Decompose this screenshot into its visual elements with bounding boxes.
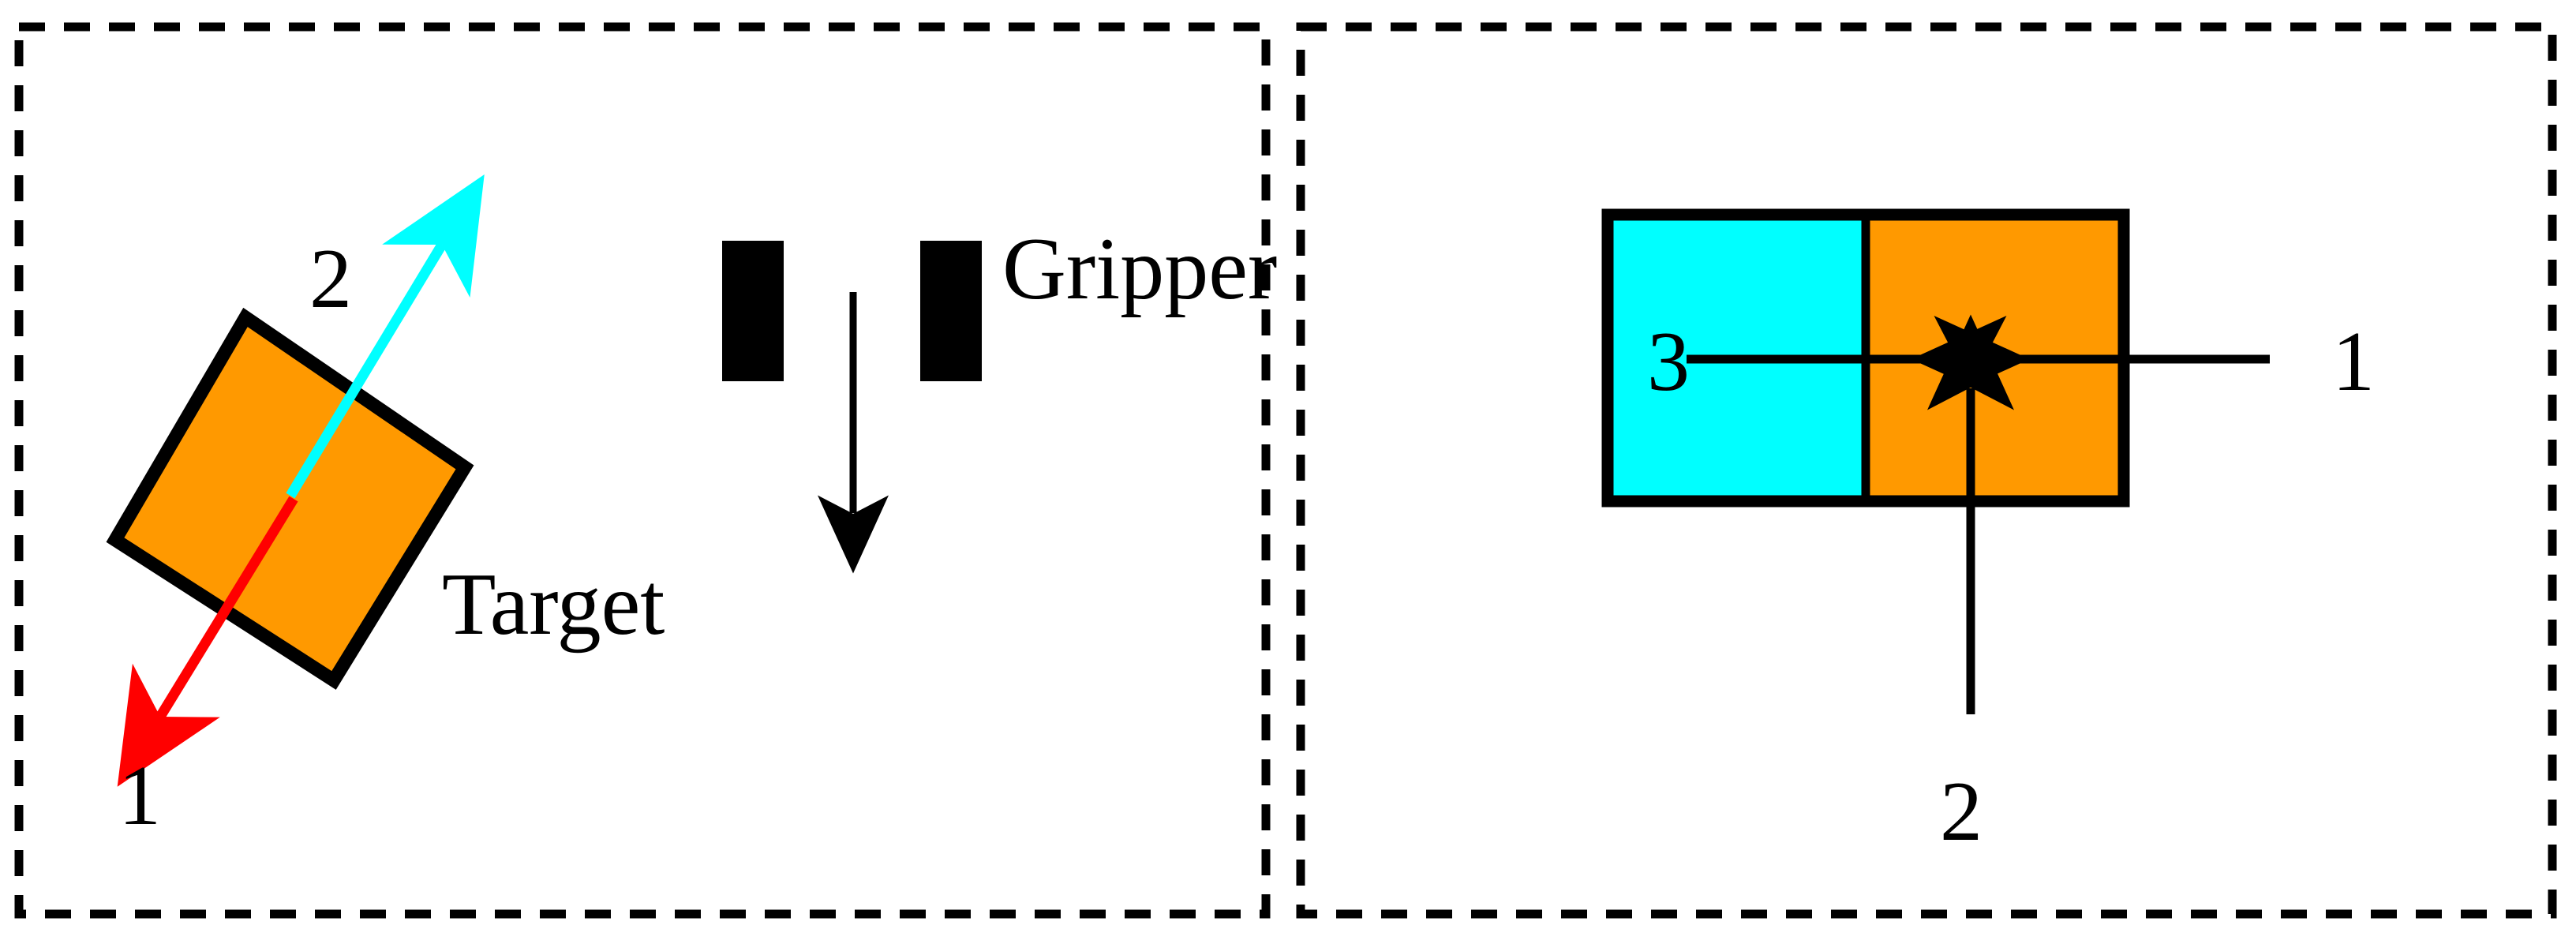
right-panel-border bbox=[1296, 22, 2557, 919]
left-panel-border bbox=[14, 22, 1271, 919]
target-axis-arrow-1 bbox=[117, 496, 298, 787]
target-axis-arrow-2 bbox=[286, 174, 485, 499]
left-axis-2-label: 2 bbox=[309, 232, 352, 326]
gripper-jaw-left bbox=[722, 241, 784, 381]
gripper-text-label: Gripper bbox=[1002, 220, 1278, 318]
left-axis-1-label: 1 bbox=[118, 749, 161, 843]
right-force-3-label: 3 bbox=[1647, 315, 1690, 409]
right-force-1-label: 1 bbox=[2332, 315, 2375, 409]
gripper-jaw-right bbox=[920, 241, 982, 381]
target-text-label: Target bbox=[442, 556, 665, 654]
right-force-2-label: 2 bbox=[1940, 765, 1983, 859]
